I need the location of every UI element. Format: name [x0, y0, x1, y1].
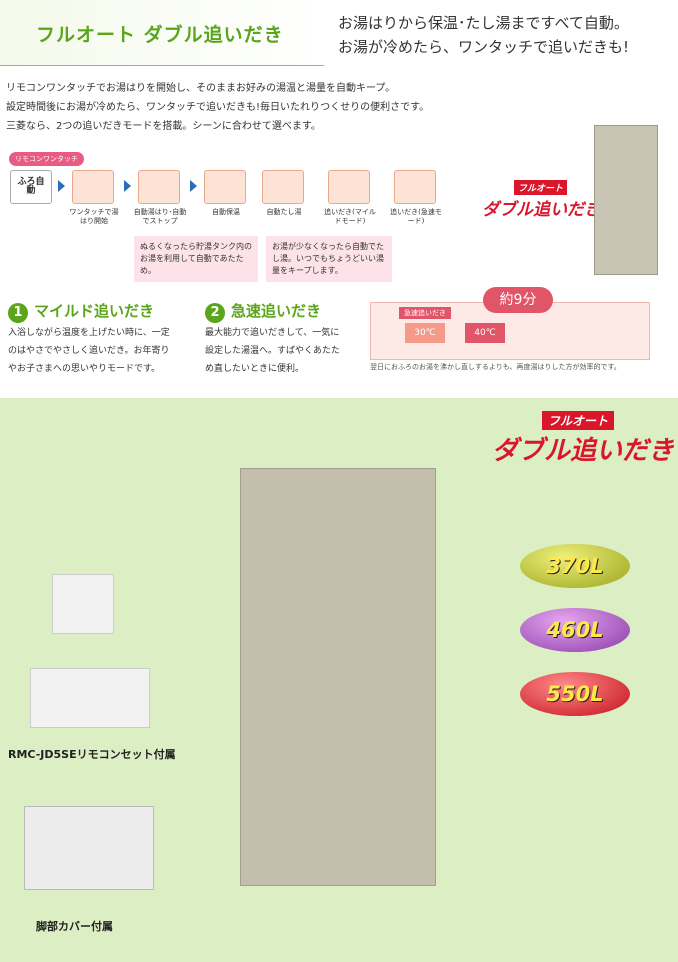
step-label: 自動湯はり･自動でストップ	[133, 208, 187, 225]
water-heater-image	[240, 468, 436, 886]
mild-line: のはやさでやさしく追いだき。お年寄り	[8, 346, 170, 356]
temp-to: 40℃	[465, 323, 505, 343]
mode-number: 1	[8, 303, 28, 323]
mild-line: 入浴しながら温度を上げたい時に、一定	[8, 328, 170, 338]
logo-top: フルオート	[514, 180, 568, 195]
mild-text: 入浴しながら温度を上げたい時に、一定 のはやさでやさしく追いだき。お年寄り やお…	[8, 324, 170, 378]
mild-title: マイルド追いだき	[34, 302, 155, 320]
mild-heading: 1 マイルド追いだき	[8, 300, 154, 323]
step-label: 追いだき(マイルドモード)	[324, 208, 376, 225]
fast-line: 設定した湯温へ。すばやくあたた	[205, 346, 341, 356]
mild-line: やお子さまへの思いやりモードです。	[8, 364, 161, 374]
intro-text: リモコンワンタッチでお湯はりを開始し、そのままお好みの湯温と湯量を自動キープ。 …	[6, 79, 429, 136]
fast-line: 最大能力で追いだきして、一気に	[205, 328, 340, 338]
leg-cover-image	[24, 806, 154, 890]
remote-caption: RMC-JD5SEリモコンセット付属	[8, 748, 176, 761]
brand-logo-large: フルオート ダブル追いだき	[492, 410, 674, 467]
arrow-icon	[58, 180, 65, 192]
bubble-warm: ぬるくなったら貯湯タンク内のお湯を利用して自動であたため。	[134, 236, 258, 282]
step-card	[328, 170, 370, 204]
fast-label: 急速追いだき	[399, 307, 451, 319]
step-label: 自動保温	[212, 208, 240, 216]
arrow-icon	[190, 180, 197, 192]
product-thumb	[594, 125, 658, 275]
process-flow: リモコンワンタッチ ふろ自動 ワンタッチで湯はり開始 自動湯はり･自動でストップ…	[6, 152, 466, 282]
time-badge: 約9分	[483, 287, 553, 313]
step-card	[394, 170, 436, 204]
mode-number: 2	[205, 303, 225, 323]
step-label: 追いだき(急速モード)	[390, 208, 442, 225]
feature-title: フルオート ダブル追いだき	[36, 24, 284, 46]
step-card	[138, 170, 180, 204]
remote-small	[52, 574, 114, 634]
feature-panel: フルオート ダブル追いだき お湯はりから保温･たし湯まですべて自動。 お湯が冷め…	[0, 0, 678, 398]
intro-line: 設定時間後にお湯が冷めたら、ワンタッチで追いだきも!毎日いたれりつくせりの便利さ…	[6, 102, 430, 113]
cover-caption: 脚部カバー付属	[36, 920, 113, 933]
footnote: 翌日におふろのお湯を沸かし直しするよりも、再度湯はりした方が効率的です。	[370, 363, 621, 371]
step-card	[204, 170, 246, 204]
fast-line: め直したいときに便利。	[205, 364, 305, 374]
intro-line: 三菱なら、2つの追いだきモードを搭載。シーンに合わせて選べます。	[6, 121, 321, 132]
size-370: 370L	[520, 544, 630, 588]
remote-label: リモコンワンタッチ	[9, 152, 84, 166]
step-label: ワンタッチで湯はり開始	[69, 208, 119, 225]
step-card	[72, 170, 114, 204]
step-card	[262, 170, 304, 204]
temp-from: 30℃	[405, 323, 445, 343]
step-label: ふろ自動	[17, 177, 45, 196]
logo-main: ダブル追いだき	[482, 200, 601, 220]
intro-line: リモコンワンタッチでお湯はりを開始し、そのままお好みの湯温と湯量を自動キープ。	[6, 83, 396, 94]
arrow-icon	[124, 180, 131, 192]
step-card	[10, 170, 52, 204]
step-label: 自動たし湯	[266, 208, 302, 216]
remote-main	[30, 668, 150, 728]
tagline-2: お湯が冷めたら、ワンタッチで追いだきも!	[338, 38, 630, 56]
size-550: 550L	[520, 672, 630, 716]
logo-top: フルオート	[542, 411, 615, 430]
bubble-refill: お湯が少なくなったら自動でたし湯。いつでもちょうどいい湯量をキープします。	[266, 236, 392, 282]
fast-heading: 2 急速追いだき	[205, 300, 321, 323]
header-banner: フルオート ダブル追いだき	[0, 0, 324, 66]
logo-main: ダブル追いだき	[492, 436, 675, 466]
size-460: 460L	[520, 608, 630, 652]
fast-text: 最大能力で追いだきして、一気に 設定した湯温へ。すばやくあたた め直したいときに…	[205, 324, 340, 378]
brand-logo: フルオート ダブル追いだき	[482, 176, 601, 220]
tagline-1: お湯はりから保温･たし湯まですべて自動。	[338, 14, 629, 32]
fast-title: 急速追いだき	[231, 302, 322, 320]
